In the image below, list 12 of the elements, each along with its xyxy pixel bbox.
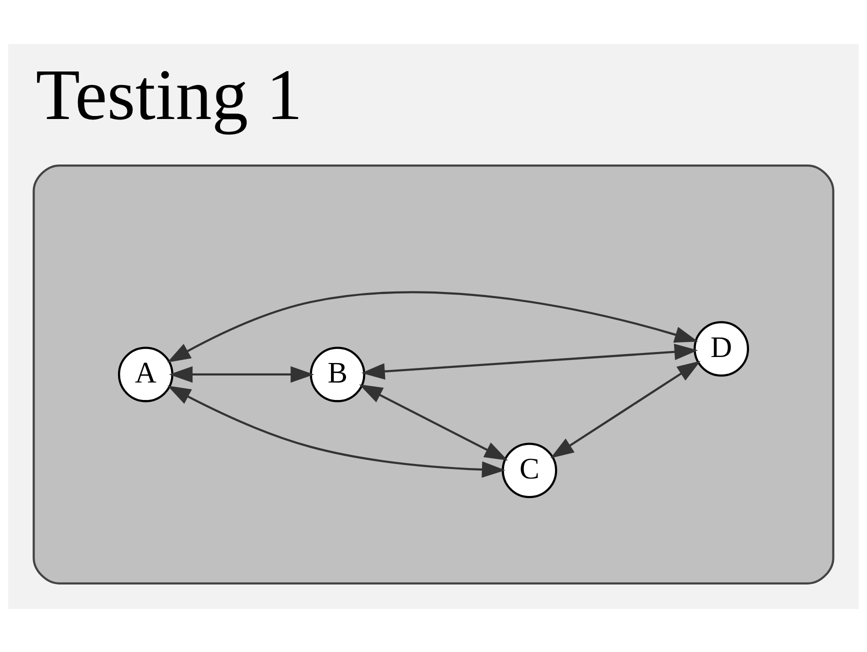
arrow — [550, 360, 701, 458]
arrow — [167, 290, 698, 362]
node-circle: A — [118, 346, 174, 402]
node-circle: D — [694, 320, 750, 376]
node-circle: B — [310, 346, 366, 402]
arrow — [361, 343, 698, 380]
diagram-title: Testing 1 — [36, 54, 302, 135]
arrow — [169, 366, 314, 382]
arrow — [359, 384, 508, 460]
node-circle: C — [502, 442, 558, 498]
cluster — [32, 164, 834, 584]
arrow — [167, 385, 506, 478]
